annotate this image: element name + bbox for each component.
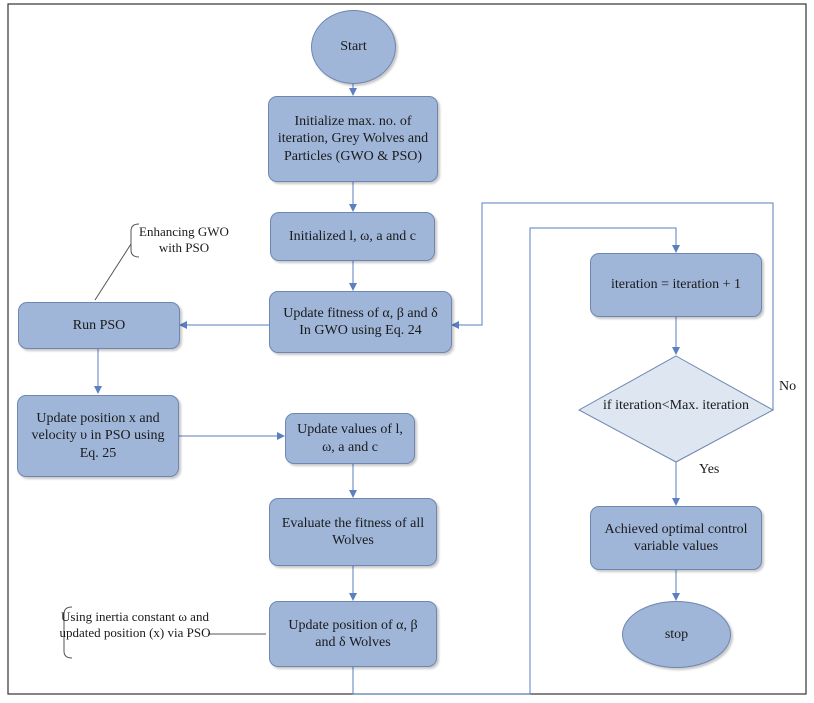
init-params-node: Initialize max. no. of iteration, Grey W…: [268, 96, 438, 182]
callout-line-enhancing: [94, 243, 132, 301]
bracket-enhancing: [130, 223, 140, 258]
update-pos-vel-node: Update position x and velocity υ in PSO …: [17, 395, 179, 477]
decision-text: if iteration<Max. iteration: [603, 398, 749, 413]
bracket-inertia: [63, 606, 73, 659]
yes-label: Yes: [699, 462, 720, 477]
run-pso-node: Run PSO: [18, 302, 180, 349]
edge-decision-no: [451, 202, 774, 410]
enhancing-annotation: Enhancing GWO with PSO: [139, 224, 229, 255]
start-node: Start: [311, 10, 396, 84]
edge-wolves-to-iteration: [352, 227, 680, 695]
update-fitness-node: Update fitness of α, β and δ In GWO usin…: [269, 291, 452, 353]
evaluate-fitness-node: Evaluate the fitness of all Wolves: [269, 498, 437, 566]
inertia-annotation: Using inertia constant ω and updated pos…: [59, 609, 211, 640]
stop-node: stop: [622, 601, 731, 668]
init-lwac-node: Initialized l, ω, a and c: [270, 212, 435, 261]
update-pos-wolves-node: Update position of α, β and δ Wolves: [269, 601, 437, 667]
no-label: No: [779, 379, 797, 394]
update-values-node: Update values of l, ω, a and c: [285, 413, 415, 464]
achieved-node: Achieved optimal control variable values: [590, 506, 762, 570]
iteration-increment-node: iteration = iteration + 1: [590, 253, 762, 317]
